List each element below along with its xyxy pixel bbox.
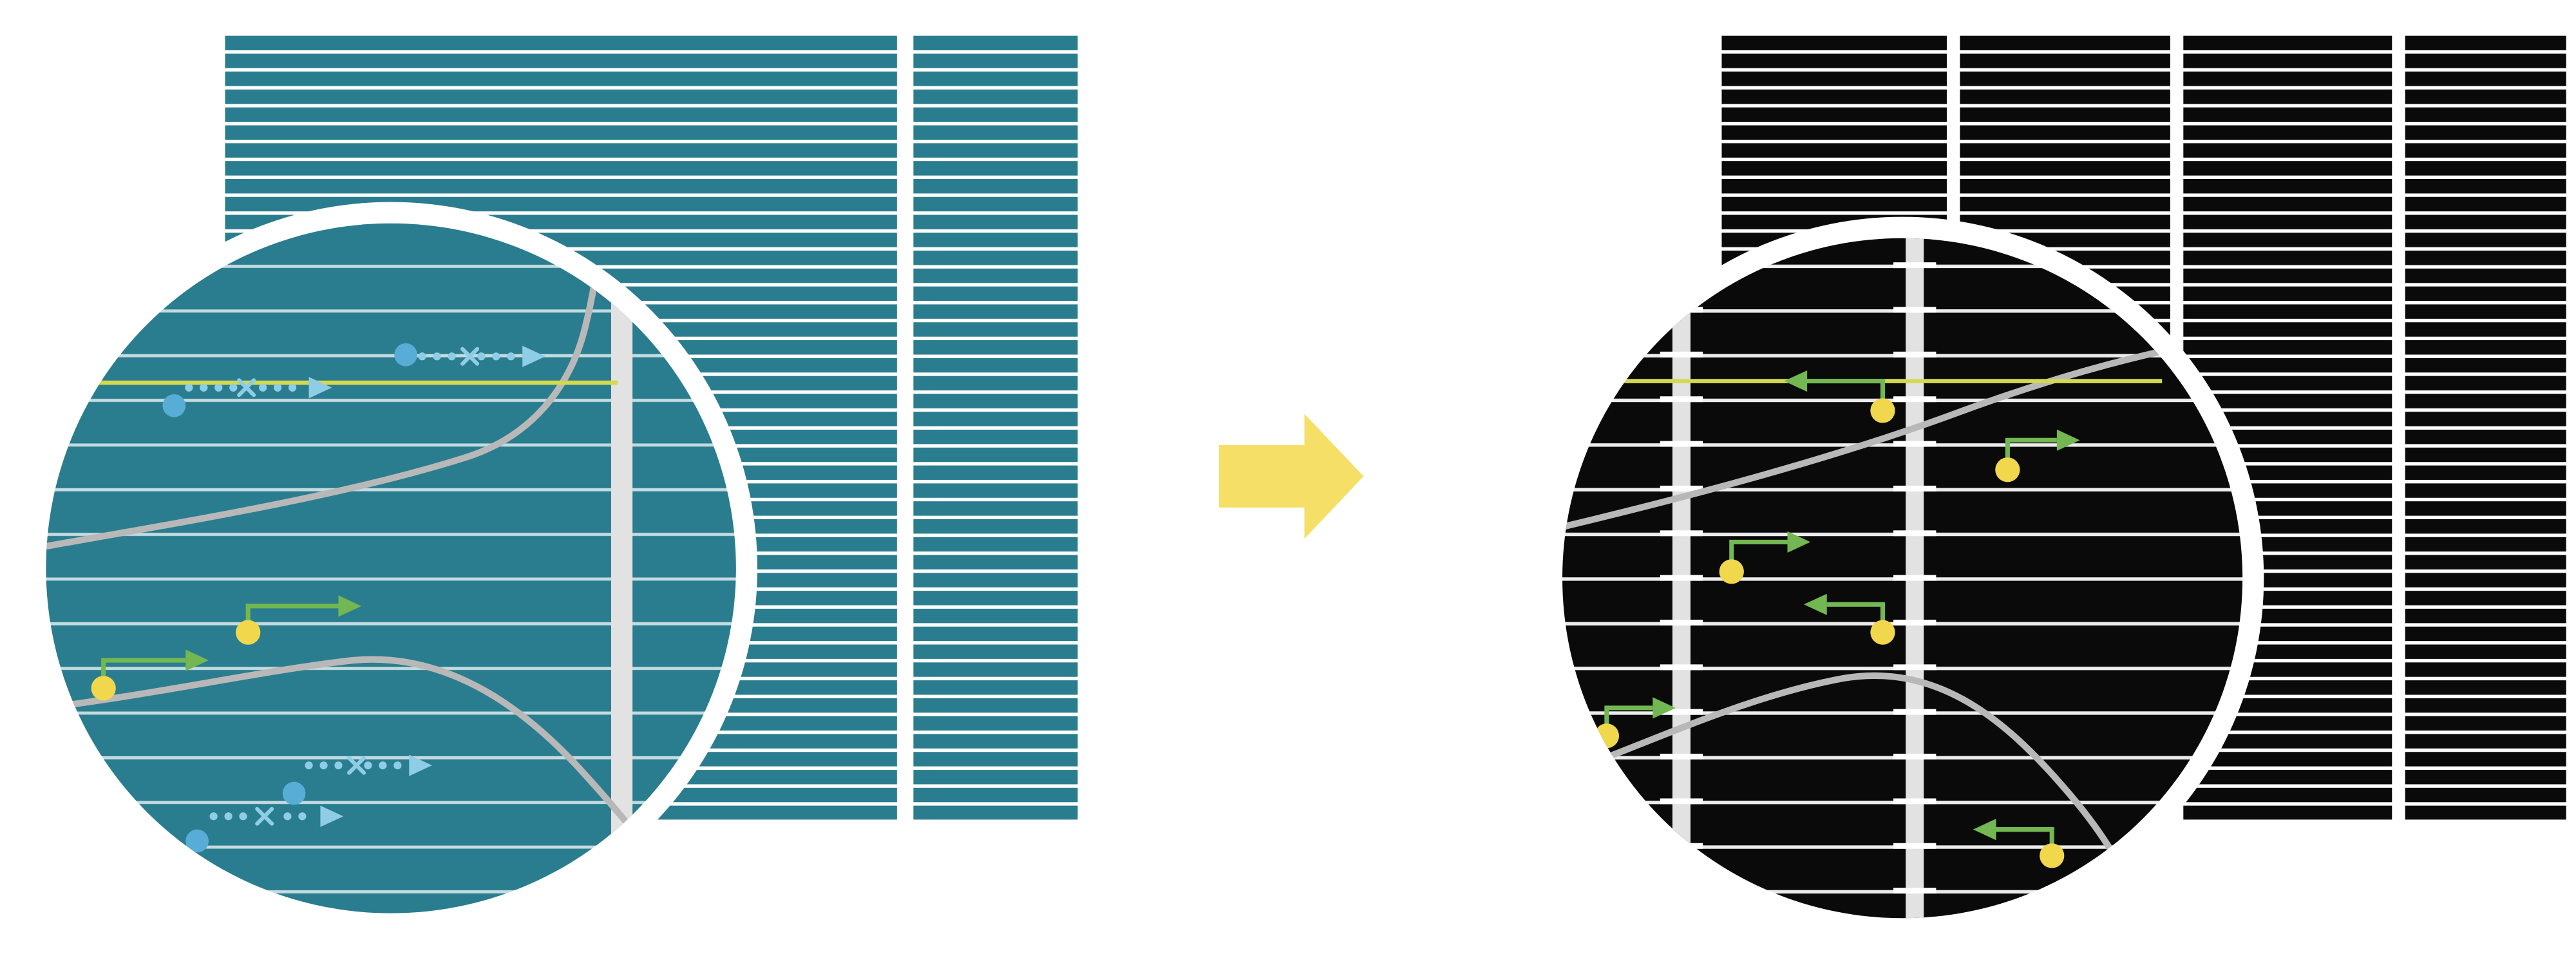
right-magnifier-markers: [1594, 370, 2080, 868]
left-magnifier: [24, 202, 758, 935]
arrowhead-icon: [338, 595, 362, 617]
right-magnifier-view: [1562, 238, 2243, 919]
left-cell-column-narrow: [913, 32, 1078, 820]
left-grain-boundary-lower: [46, 656, 677, 890]
dislocation-dot: [1870, 620, 1895, 645]
arrowhead-icon: [522, 345, 545, 367]
arrowhead-icon: [1804, 593, 1827, 615]
blue-dislocation-marker: [162, 377, 332, 417]
arrowhead-icon: [1784, 370, 1808, 392]
green-dislocation-marker: [1804, 593, 1895, 645]
green-dislocation-marker: [1995, 429, 2080, 482]
arrowhead-icon: [1787, 531, 1811, 553]
arrowhead-icon: [320, 805, 344, 827]
dislocation-dot: [2040, 843, 2065, 868]
left-magnifier-markers: [91, 343, 545, 853]
arrowhead-icon: [185, 649, 209, 671]
arrowhead-icon: [1973, 819, 1996, 841]
pinning-x-icon: [347, 756, 366, 775]
blue-dislocation-marker: [282, 754, 432, 805]
transition-arrow-icon: [1218, 414, 1364, 539]
green-dislocation-marker: [1973, 819, 2065, 868]
green-dislocation-marker: [236, 595, 362, 645]
right-grain-boundary-lower: [1562, 672, 2143, 910]
arrowhead-icon: [1653, 697, 1676, 719]
right-busbar-2-pads: [1893, 238, 1937, 919]
arrowhead-icon: [308, 377, 332, 399]
right-cell-column-4: [2405, 32, 2566, 820]
left-grain-boundary-upper: [46, 243, 603, 552]
right-magnifier: [1540, 216, 2264, 940]
green-dislocation-marker: [1719, 531, 1811, 584]
dislocation-dot: [1995, 457, 2020, 482]
green-dislocation-marker: [1784, 370, 1895, 423]
dislocation-dot: [236, 620, 261, 645]
blue-dislocation-marker: [394, 343, 545, 367]
arrowhead-icon: [2056, 429, 2080, 451]
arrowhead-icon: [409, 754, 432, 776]
dislocation-dot: [91, 676, 116, 701]
dislocation-dot: [1870, 398, 1895, 423]
left-magnifier-busbar: [611, 223, 633, 913]
green-dislocation-marker: [91, 649, 209, 701]
blue-dislocation-marker: [185, 805, 344, 853]
left-magnifier-view: [46, 223, 736, 913]
pinning-x-icon: [460, 347, 480, 366]
pinning-x-icon: [237, 378, 256, 397]
right-busbar-1-pads: [1660, 238, 1703, 919]
pinning-x-icon: [255, 807, 274, 826]
dislocation-dot: [1719, 559, 1744, 584]
right-grain-boundary-upper: [1562, 336, 2221, 533]
